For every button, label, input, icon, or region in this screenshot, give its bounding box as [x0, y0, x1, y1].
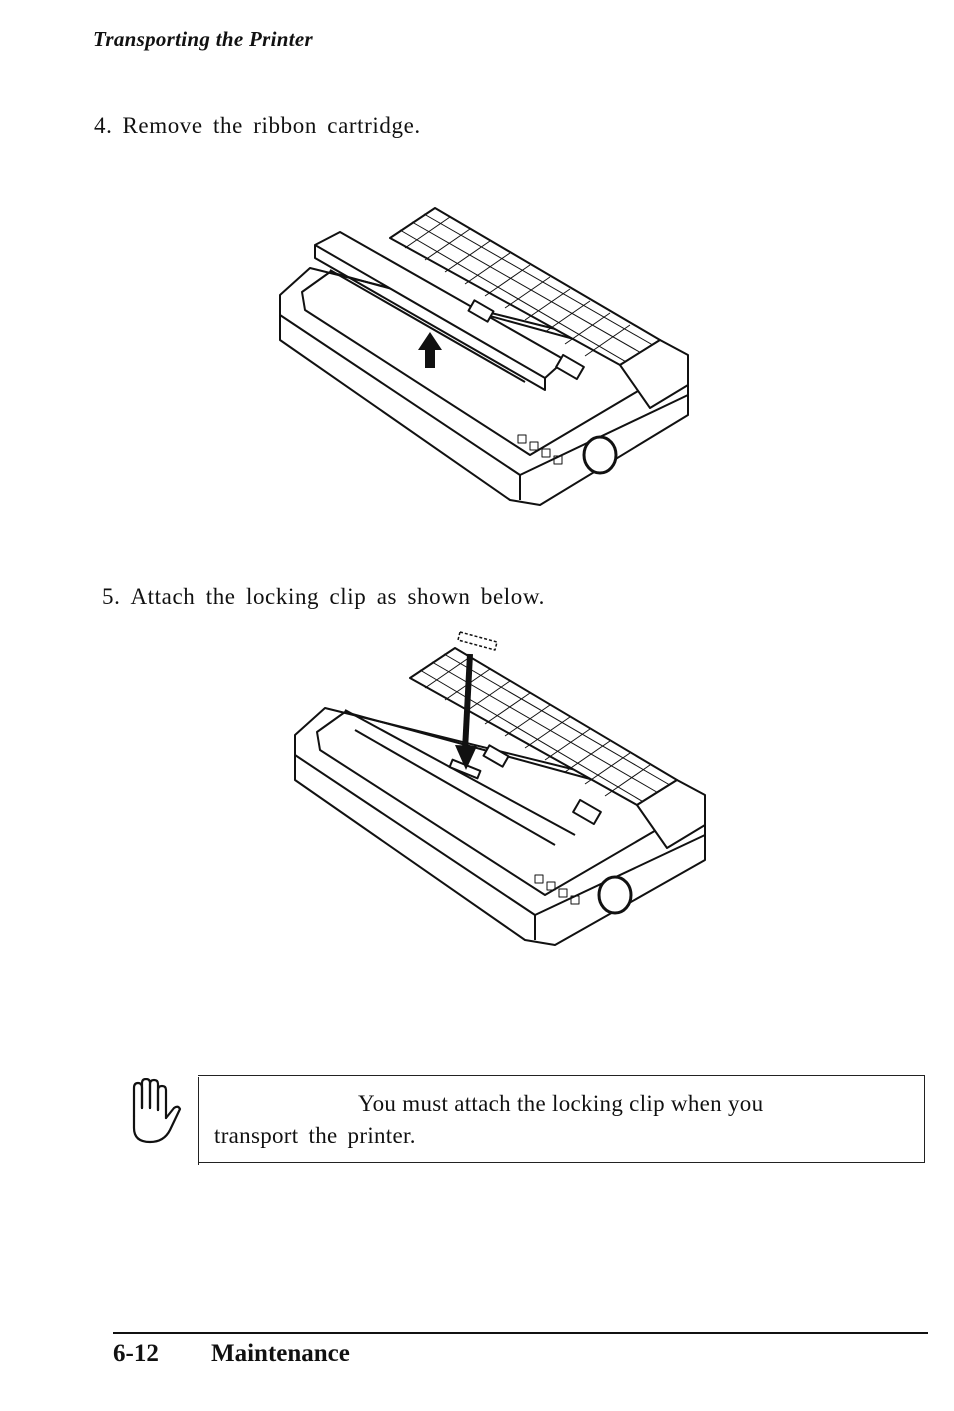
- printer-locking-clip-illustration: [294, 631, 706, 946]
- step-5-text: Attach the locking clip as shown below.: [130, 584, 545, 609]
- footer-rule: [113, 1332, 928, 1334]
- printer-remove-ribbon-illustration: [279, 207, 689, 506]
- step-4-text: Remove the ribbon cartridge.: [122, 113, 421, 138]
- step-4: 4. Remove the ribbon cartridge.: [94, 113, 421, 139]
- step-5: 5. Attach the locking clip as shown below…: [102, 584, 545, 610]
- page-number: 6-12: [113, 1340, 159, 1367]
- note-text-line-2: transport the printer.: [214, 1123, 416, 1148]
- step-4-number: 4.: [94, 113, 113, 138]
- hand-caution-icon: [132, 1078, 182, 1144]
- running-header: Transporting the Printer: [93, 27, 313, 51]
- caution-note-box: You must attach the locking clip when yo…: [198, 1075, 925, 1163]
- section-name: Maintenance: [211, 1340, 350, 1367]
- note-left-rule: [198, 1077, 199, 1165]
- note-text-line-1: You must attach the locking clip when yo…: [358, 1091, 764, 1116]
- step-5-number: 5.: [102, 584, 121, 609]
